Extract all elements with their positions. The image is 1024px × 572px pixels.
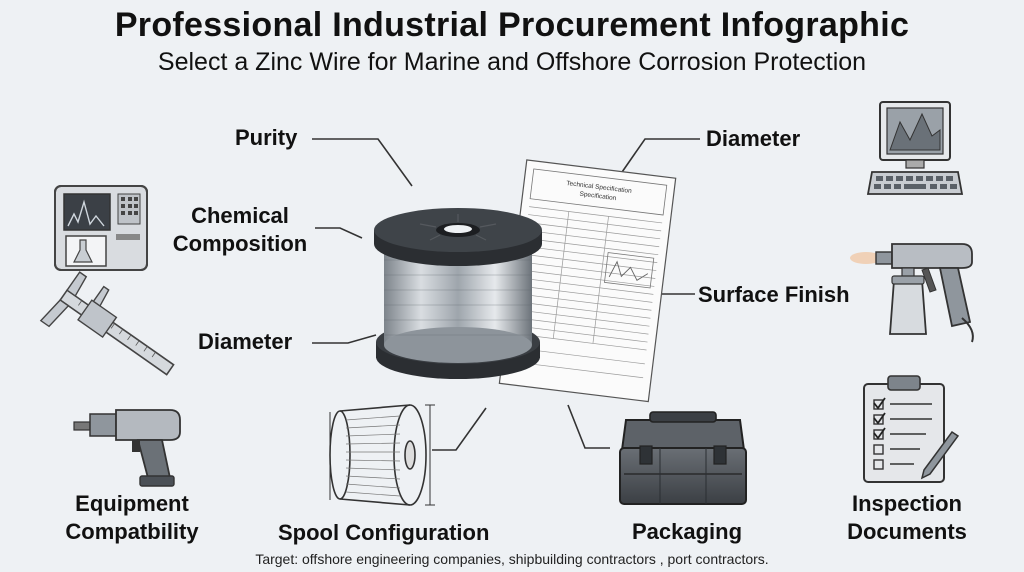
spectrometer-icon bbox=[54, 185, 148, 271]
packaging-case-icon bbox=[619, 411, 747, 505]
page-subtitle: Select a Zinc Wire for Marine and Offsho… bbox=[157, 48, 867, 76]
clipboard-checklist-icon bbox=[863, 375, 960, 483]
label-inspection-line1: Inspection bbox=[851, 491, 962, 516]
label-chemical-line2: Composition bbox=[172, 231, 308, 256]
computer-icon bbox=[866, 101, 964, 195]
label-chemical-composition: Chemical Composition bbox=[160, 202, 320, 258]
label-chemical-line1: Chemical bbox=[191, 203, 289, 228]
label-spool-configuration: Spool Configuration bbox=[278, 520, 490, 545]
caliper-icon bbox=[39, 271, 175, 376]
spec-document: Technical Specification Specification bbox=[498, 159, 677, 403]
drill-icon bbox=[73, 409, 181, 487]
spray-gun-icon bbox=[850, 243, 974, 343]
label-diameter-right: Diameter bbox=[706, 126, 801, 151]
label-surface-finish: Surface Finish bbox=[698, 282, 850, 307]
label-equipment-line1: Equipment bbox=[75, 491, 189, 516]
spool-drawing-icon bbox=[329, 404, 435, 506]
label-inspection-line2: Documents bbox=[847, 519, 967, 544]
connector-lines bbox=[312, 138, 700, 451]
zinc-wire-spool bbox=[374, 208, 542, 379]
label-purity: Purity bbox=[235, 125, 298, 150]
page-title: Professional Industrial Procurement Info… bbox=[114, 6, 910, 44]
target-audience-note: Target: offshore engineering companies, … bbox=[255, 551, 769, 567]
label-diameter-left: Diameter bbox=[198, 329, 293, 354]
label-inspection-documents: Inspection Documents bbox=[828, 490, 986, 546]
label-packaging: Packaging bbox=[632, 519, 743, 544]
doc-title-2: Specification bbox=[579, 191, 617, 202]
label-equipment-compatibility: Equipment Compatbility bbox=[44, 490, 220, 546]
label-equipment-line2: Compatbility bbox=[65, 519, 199, 544]
